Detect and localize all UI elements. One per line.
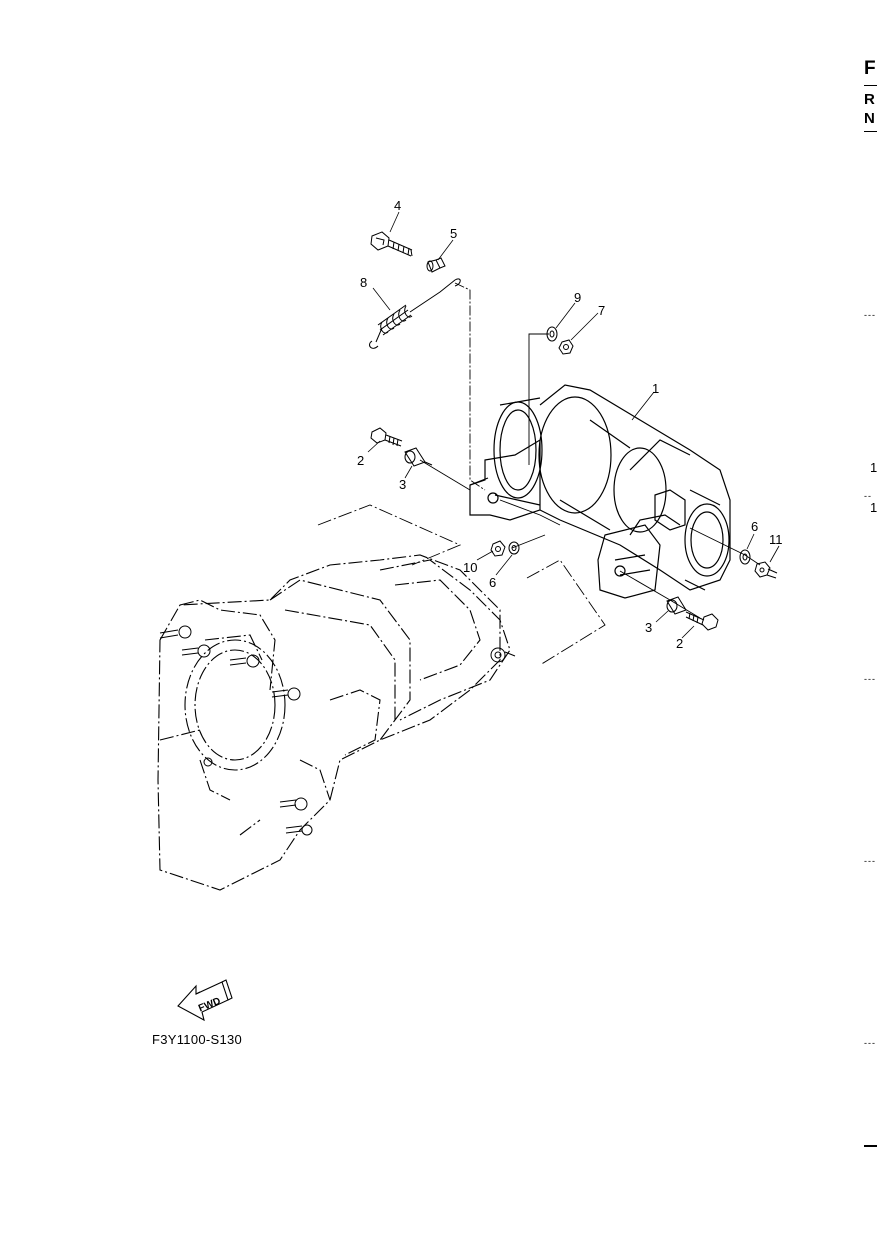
bolt-part-2-front xyxy=(370,427,403,447)
edge-dots-4: --- xyxy=(864,856,876,866)
callout-2-rear: 2 xyxy=(676,636,683,651)
figure-code: F3Y1100-S130 xyxy=(152,1032,243,1047)
callout-6-rear: 6 xyxy=(751,519,758,534)
callout-2-front: 2 xyxy=(357,453,364,468)
edge-number-1: 1 xyxy=(870,460,877,475)
assembly-leader-lines xyxy=(317,282,761,666)
collar-part-3-rear xyxy=(666,596,687,615)
engine-block-phantom xyxy=(157,554,511,891)
callout-10: 10 xyxy=(463,560,477,575)
callout-6-front: 6 xyxy=(489,575,496,590)
edge-rule-2 xyxy=(864,131,877,132)
callout-8: 8 xyxy=(360,275,367,290)
engine-studs xyxy=(159,625,516,836)
callout-3-rear: 3 xyxy=(645,620,652,635)
edge-dots-2: -- xyxy=(864,491,872,501)
collar-part-3-front xyxy=(404,447,433,467)
bolt-part-11 xyxy=(754,561,778,579)
edge-dots-5: --- xyxy=(864,1038,876,1048)
callout-9: 9 xyxy=(574,290,581,305)
edge-letter-n: N xyxy=(864,110,875,127)
callout-7: 7 xyxy=(598,303,605,318)
nut-part-10 xyxy=(490,540,506,557)
callout-4: 4 xyxy=(394,198,401,213)
fwd-arrow-icon: FWD xyxy=(177,979,233,1022)
callout-leaders xyxy=(367,211,780,639)
washer-part-6-front xyxy=(508,541,520,555)
edge-rule-1 xyxy=(864,85,877,86)
edge-rule-3 xyxy=(864,1145,877,1147)
washer-part-6-rear xyxy=(739,549,751,565)
edge-letter-r: R xyxy=(864,91,875,108)
throttle-body-part-1 xyxy=(469,384,731,599)
callout-5: 5 xyxy=(450,226,457,241)
callout-1: 1 xyxy=(652,381,659,396)
callout-labels: 4 5 8 9 7 1 2 3 6 11 10 6 3 2 xyxy=(357,198,783,651)
edge-dots-1: --- xyxy=(864,310,876,320)
spring-part-8 xyxy=(369,278,461,349)
edge-number-2: 1 xyxy=(870,500,877,515)
bolt-part-2-rear xyxy=(685,611,719,631)
callout-11: 11 xyxy=(769,532,783,547)
washer-part-9 xyxy=(546,326,558,342)
bolt-part-4 xyxy=(370,231,413,257)
nut-part-7 xyxy=(558,339,574,355)
edge-dots-3: --- xyxy=(864,674,876,684)
collar-part-5 xyxy=(426,257,446,273)
edge-letter-f: F xyxy=(864,58,876,79)
callout-3-front: 3 xyxy=(399,477,406,492)
